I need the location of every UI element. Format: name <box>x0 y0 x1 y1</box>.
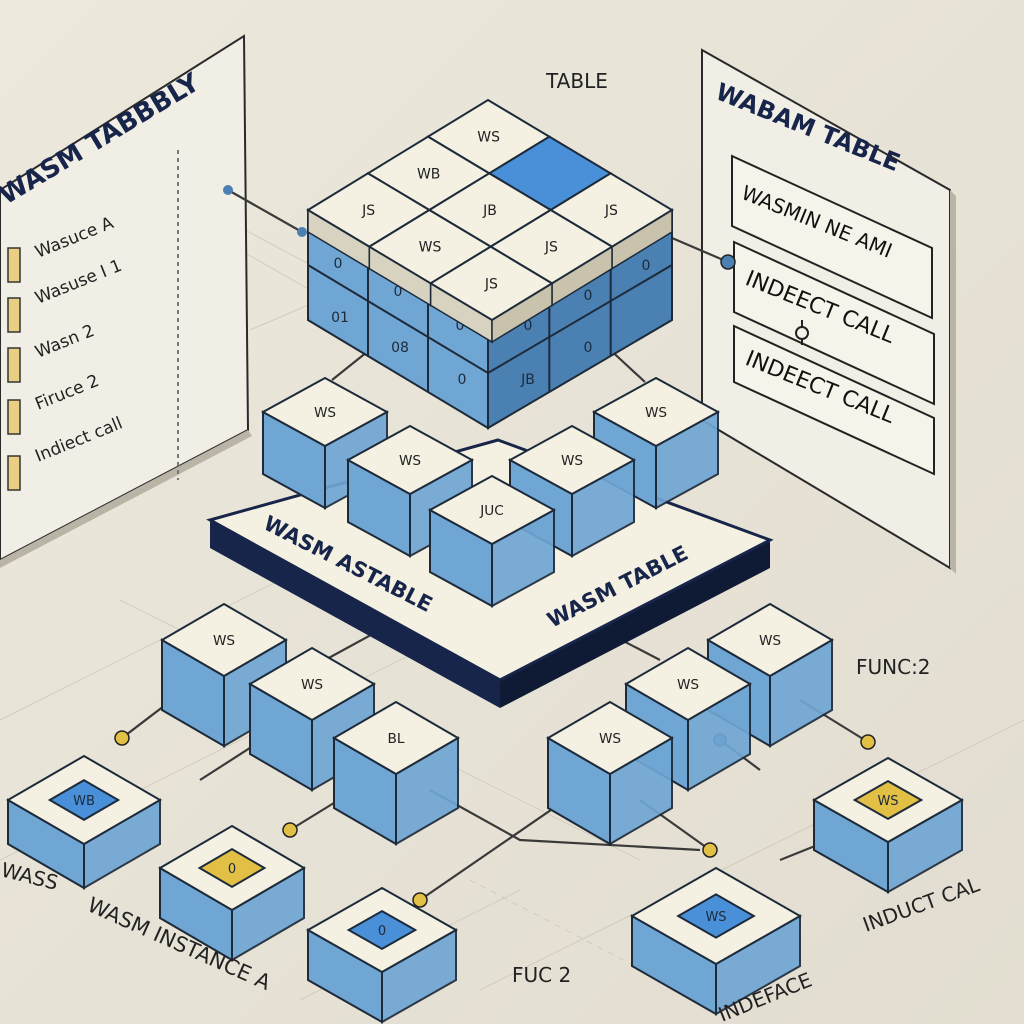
func2-right-label: FUNC:2 <box>856 655 931 679</box>
table-cell[interactable]: JS <box>428 245 554 344</box>
instance-inset <box>197 847 267 889</box>
diagram-title: TABLE <box>545 69 608 93</box>
instance-label: 0 <box>378 924 386 939</box>
cell-label: JB <box>482 203 497 219</box>
instance-label: 0 <box>228 862 236 877</box>
block-top <box>507 424 637 496</box>
platform-block[interactable]: WS <box>591 376 721 510</box>
wire-plugs <box>114 185 876 908</box>
block-label: WS <box>399 453 421 469</box>
stack-side-label: JB <box>520 372 535 388</box>
block-top <box>248 646 376 722</box>
block-label: WS <box>561 453 583 469</box>
instance-label: WB <box>73 794 95 809</box>
block-top <box>546 700 674 776</box>
platform-block[interactable]: JUC <box>427 474 557 608</box>
stack-side-label: 08 <box>391 340 409 356</box>
folder-icon <box>7 247 21 283</box>
instance-inset <box>47 779 121 821</box>
cell-label: WS <box>477 130 500 146</box>
platform-blocks: WS WS WS WS JUC <box>260 376 721 608</box>
instance-box[interactable]: WS <box>629 866 803 1016</box>
stack-side-label: 0 <box>456 318 465 334</box>
stack-side-label: 01 <box>331 310 349 326</box>
stack-side-label: 0 <box>642 258 651 274</box>
cell-label: JS <box>544 240 558 256</box>
stack-side-label: 0 <box>458 372 467 388</box>
cell-label: JS <box>484 276 498 292</box>
lower-right-block[interactable]: WS <box>706 602 834 748</box>
block-label: WS <box>759 633 781 649</box>
stack-side-label: 0 <box>524 318 533 334</box>
folder-icon <box>7 455 21 491</box>
instance-inset <box>676 893 756 939</box>
block-label: WS <box>645 405 667 421</box>
stack-side-label: 0 <box>334 256 343 272</box>
block-top <box>332 700 460 776</box>
left-panel: WASM TABBBLY Wasuce A Wasuse I 1 Wasn 2 … <box>0 34 252 568</box>
instance-box[interactable]: 0 <box>158 824 306 962</box>
folder-icon <box>7 297 21 333</box>
connector-dot <box>795 326 809 340</box>
block-label: WS <box>677 677 699 693</box>
block-label: WS <box>213 633 235 649</box>
lower-blocks: WS WS BL WS WS WS <box>160 602 834 846</box>
stack-side-label: 0 <box>584 288 593 304</box>
cell-label: JS <box>361 203 375 219</box>
instance-inset <box>346 909 418 951</box>
block-top <box>624 646 752 722</box>
folder-icon <box>7 399 21 435</box>
lower-left-block[interactable]: BL <box>332 700 460 846</box>
block-top <box>160 602 288 678</box>
stack-side-label: 0 <box>394 284 403 300</box>
block-label: WS <box>599 731 621 747</box>
platform-edge-left <box>210 520 500 708</box>
block-label: BL <box>388 731 405 747</box>
block-top <box>591 376 721 448</box>
cell-label: WB <box>417 166 440 182</box>
block-label: WS <box>301 677 323 693</box>
lower-right-block[interactable]: WS <box>546 700 674 846</box>
instance-box[interactable]: WB <box>6 754 162 890</box>
instance-label: WS <box>705 910 726 925</box>
folder-icon <box>7 347 21 383</box>
block-top <box>260 376 390 448</box>
instance-box[interactable]: 0 <box>305 886 459 1024</box>
block-top <box>427 474 557 546</box>
platform-edge-right <box>500 540 770 708</box>
instance-inset <box>852 779 924 821</box>
lower-left-block[interactable]: WS <box>160 602 288 748</box>
stack-side-label: 0 <box>584 340 593 356</box>
fuc2-label: FUC 2 <box>512 963 571 987</box>
instance-label: WS <box>877 794 898 809</box>
block-label: JUC <box>479 503 504 519</box>
right-panel: WABAM TABLE WASMIN NE AMI INDEECT CALL I… <box>701 48 956 574</box>
block-top <box>706 602 834 678</box>
block-top <box>345 424 475 496</box>
cell-label: WS <box>419 240 442 256</box>
block-label: WS <box>314 405 336 421</box>
cell-label: JS <box>604 203 618 219</box>
instance-box[interactable]: WS <box>811 756 965 894</box>
